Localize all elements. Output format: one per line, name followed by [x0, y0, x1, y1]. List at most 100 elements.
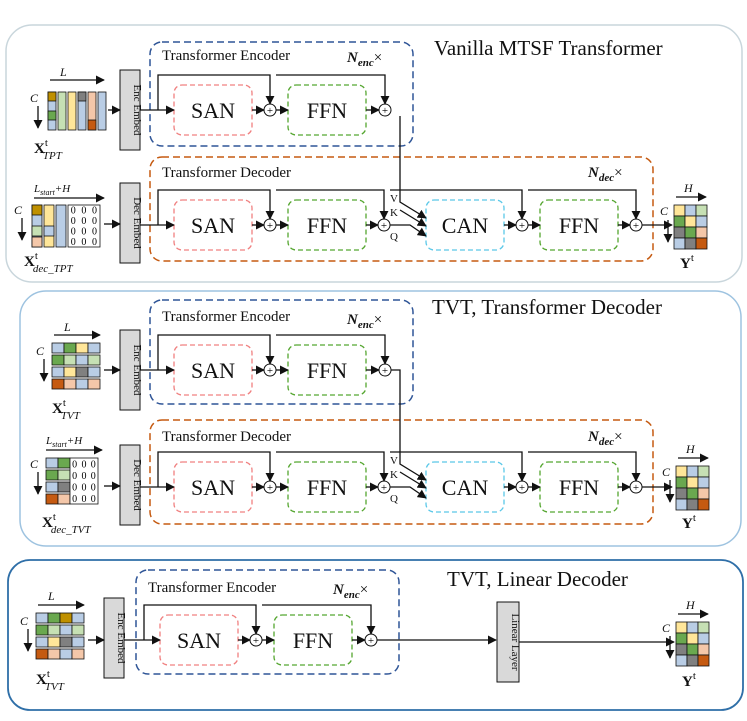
svg-text:Transformer Encoder: Transformer Encoder [162, 309, 290, 325]
encoder-box [149, 41, 414, 147]
svg-text:+: + [633, 482, 639, 494]
decoder-repeat: Ndec× [587, 429, 623, 448]
svg-text:Dec Embed: Dec Embed [131, 459, 143, 511]
enc-input-matrix [47, 91, 107, 131]
zero-cell: 0 [72, 483, 77, 494]
decoder-repeat: Ndec× [587, 165, 623, 184]
zero-cell: 0 [91, 471, 96, 482]
dim-c: C [30, 91, 39, 105]
svg-text:K: K [390, 207, 398, 219]
zero-cell: 0 [91, 494, 96, 505]
svg-text:SAN: SAN [191, 358, 235, 383]
panel-title: TVT, Transformer Decoder [432, 295, 662, 319]
svg-text:+: + [267, 482, 273, 494]
svg-text:+: + [382, 365, 388, 377]
svg-text:+: + [267, 365, 273, 377]
decoder-box [149, 419, 654, 525]
zero-cell: 0 [81, 206, 86, 217]
svg-text:Q: Q [390, 493, 398, 505]
svg-text:FFN: FFN [307, 475, 347, 500]
svg-text:H: H [683, 181, 694, 195]
encoder-repeat: Nenc× [346, 50, 382, 69]
svg-text:C: C [20, 614, 29, 628]
panel-title: TVT, Linear Decoder [447, 567, 628, 591]
svg-text:C: C [662, 621, 671, 635]
zero-cell: 0 [72, 494, 77, 505]
encoder-box [135, 569, 400, 675]
svg-text:+: + [519, 482, 525, 494]
zero-cell: 0 [81, 483, 86, 494]
output-label: Yt [682, 670, 696, 690]
zero-cell: 0 [92, 206, 97, 217]
output-matrix [675, 621, 710, 667]
enc-input-matrix [51, 342, 101, 390]
zero-cell: 0 [81, 216, 86, 227]
svg-text:SAN: SAN [191, 475, 235, 500]
enc-embed-label: Enc Embed [131, 84, 143, 136]
svg-text:C: C [660, 204, 669, 218]
svg-text:FFN: FFN [293, 628, 333, 653]
svg-text:H: H [685, 442, 696, 456]
zero-cell: 0 [71, 206, 76, 217]
svg-text:+: + [253, 635, 259, 647]
svg-text:V: V [390, 455, 398, 467]
zero-cell: 0 [72, 460, 77, 471]
zero-cell: 0 [92, 237, 97, 248]
zero-cell: 0 [71, 227, 76, 238]
zero-cell: 0 [72, 471, 77, 482]
svg-text:H: H [685, 598, 696, 612]
svg-text:+: + [633, 220, 639, 232]
zero-cell: 0 [81, 494, 86, 505]
svg-text:FFN: FFN [307, 358, 347, 383]
svg-text:L: L [63, 320, 71, 334]
svg-text:C: C [14, 203, 23, 217]
svg-text:L: L [47, 589, 55, 603]
svg-text:CAN: CAN [442, 475, 489, 500]
output-label: Yt [682, 512, 696, 532]
ffn-label: FFN [307, 98, 347, 123]
dim-lstart-h: Lstart+H [33, 183, 71, 197]
encoder-repeat: Nenc× [346, 312, 382, 331]
panel-border [5, 24, 743, 283]
svg-text:+: + [381, 220, 387, 232]
zero-cell: 0 [92, 216, 97, 227]
encoder-box [149, 299, 414, 405]
zero-cell: 0 [71, 216, 76, 227]
encoder-repeat: Nenc× [332, 582, 368, 601]
panel-title: Vanilla MTSF Transformer [434, 36, 663, 60]
encoder-title: Transformer Encoder [162, 48, 290, 64]
svg-text:C: C [662, 465, 671, 479]
svg-text:C: C [30, 457, 39, 471]
svg-text:Transformer Encoder: Transformer Encoder [148, 580, 276, 596]
svg-text:FFN: FFN [559, 475, 599, 500]
svg-text:+: + [368, 635, 374, 647]
dim-lstart-h: Lstart+H [45, 435, 83, 449]
output-label: Yt [680, 252, 694, 272]
svg-text:C: C [36, 344, 45, 358]
svg-text:V: V [390, 193, 398, 205]
zero-cell: 0 [91, 483, 96, 494]
svg-text:SAN: SAN [177, 628, 221, 653]
svg-text:+: + [267, 220, 273, 232]
svg-text:Transformer Decoder: Transformer Decoder [162, 429, 291, 445]
svg-text:+: + [382, 105, 388, 117]
svg-text:Q: Q [390, 231, 398, 243]
dec-input-matrix [45, 457, 99, 505]
svg-text:Enc Embed: Enc Embed [131, 344, 143, 396]
svg-text:FFN: FFN [307, 213, 347, 238]
san-label: SAN [191, 98, 235, 123]
decoder-box [149, 156, 654, 262]
linear-layer-label: Linear Layer [509, 613, 521, 670]
zero-cell: 0 [81, 460, 86, 471]
